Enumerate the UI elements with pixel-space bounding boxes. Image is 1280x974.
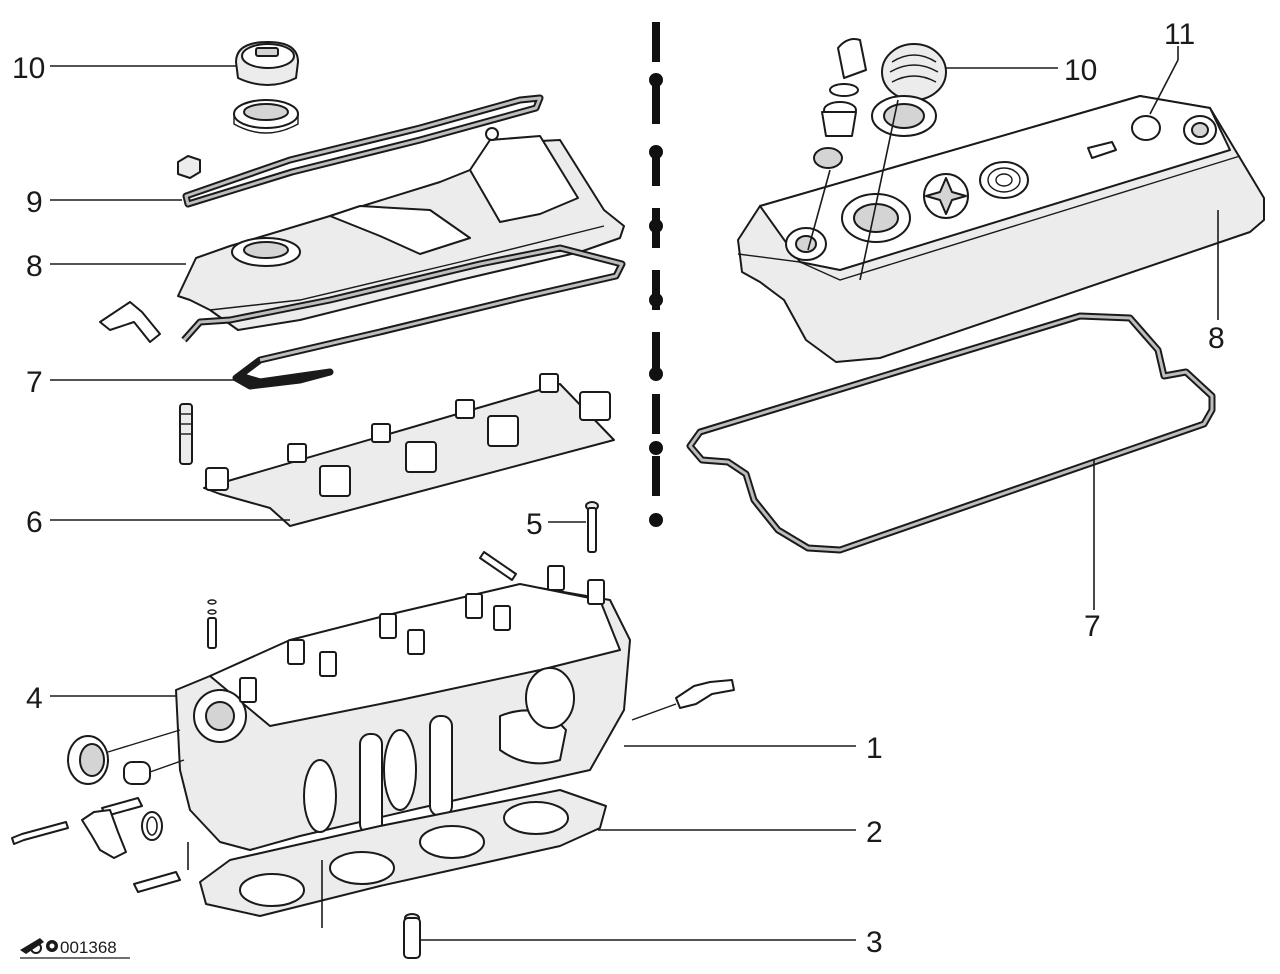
stud-upper-head	[479, 551, 517, 581]
oil-filler-cap-right	[871, 43, 947, 137]
cover-top-gasket	[182, 94, 544, 208]
callout-6: 6	[26, 506, 43, 539]
lifting-bracket	[81, 809, 127, 859]
callout-10-right: 10	[1064, 54, 1097, 87]
camshaft-oil-seal	[67, 729, 181, 785]
callout-10-left: 10	[12, 52, 45, 85]
nut-left	[177, 155, 201, 179]
callout-4: 4	[26, 682, 43, 715]
o-ring	[141, 811, 163, 841]
callout-labels: 10 9 8 7 6 5 4 1 2 3 11 10 8 7	[12, 18, 1225, 959]
callout-1: 1	[866, 732, 883, 765]
variant-divider	[649, 22, 663, 527]
stud-top-head	[207, 599, 217, 649]
oil-baffle-left	[203, 373, 615, 527]
valve-cover-gasket-right	[686, 312, 1216, 554]
callout-8-left: 8	[26, 250, 43, 283]
valve-cover-gasket-left	[181, 244, 626, 390]
breather-components	[813, 38, 867, 169]
temperature-sensor	[631, 679, 735, 721]
hydraulic-lifter	[403, 913, 421, 959]
oil-filler-cap-left	[233, 41, 299, 134]
bolt-left	[11, 821, 69, 845]
hose-bracket-left	[99, 301, 161, 343]
plug	[123, 759, 185, 785]
callout-7-right: 7	[1084, 610, 1101, 643]
callout-2: 2	[866, 816, 883, 849]
figure-reference: 001368	[20, 938, 130, 959]
stud-left	[179, 403, 193, 465]
callout-9: 9	[26, 186, 43, 219]
valve-cover-left	[177, 127, 625, 331]
figure-number: 001368	[60, 938, 117, 957]
valve-cover-right	[737, 95, 1265, 363]
callout-8-right: 8	[1208, 322, 1225, 355]
callout-5: 5	[526, 508, 543, 541]
callout-11: 11	[1164, 18, 1195, 51]
callout-7-left: 7	[26, 366, 43, 399]
callout-3: 3	[866, 926, 883, 959]
stud-bottom-left	[133, 871, 181, 893]
leader-lines	[50, 46, 1219, 941]
cylinder-head	[175, 565, 631, 851]
head-gasket	[199, 789, 607, 917]
camera-icon	[20, 938, 58, 954]
bolt-5	[585, 501, 599, 553]
